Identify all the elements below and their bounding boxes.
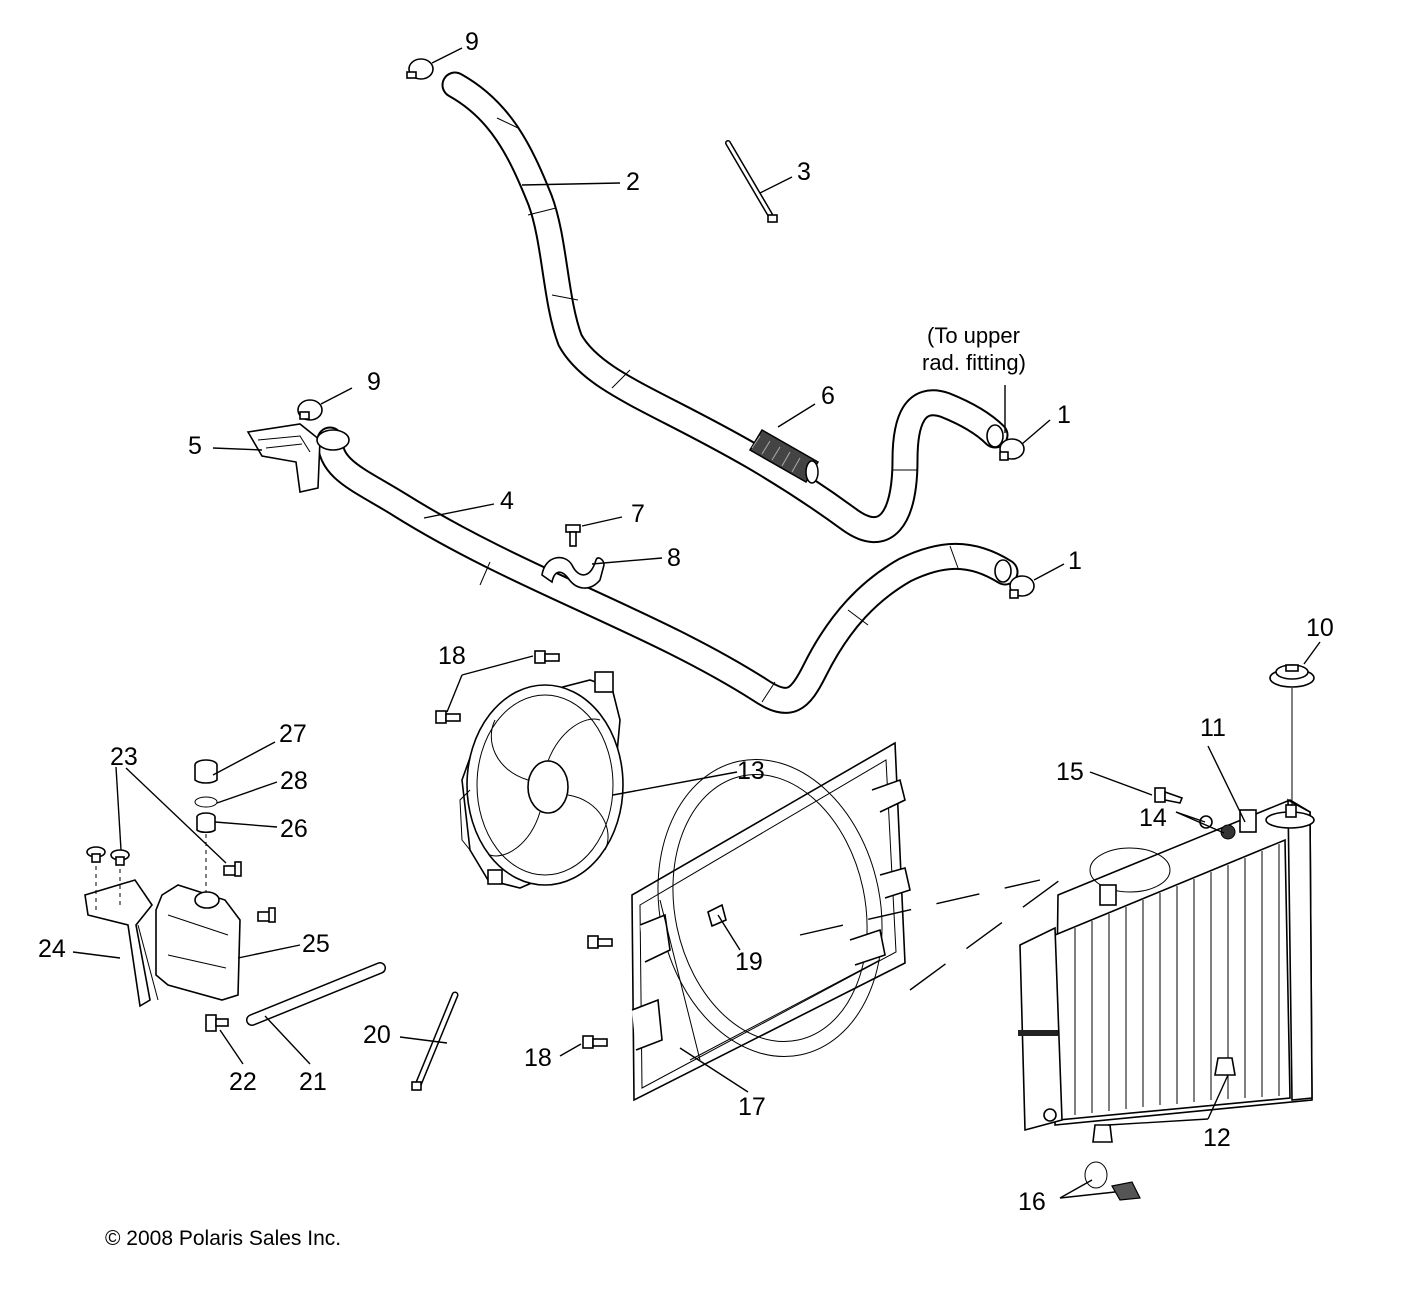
callout-5: 5: [188, 432, 202, 460]
callout-18-lower: 18: [524, 1044, 552, 1072]
grommet-12-right: [1214, 1057, 1236, 1076]
callout-26: 26: [280, 815, 308, 843]
callout-3: 3: [797, 158, 811, 186]
upper-hose: [441, 71, 1009, 544]
callout-1-upper: 1: [1057, 401, 1071, 429]
vent-tube-21: [246, 962, 386, 1026]
cooling-fan: [459, 671, 624, 889]
callout-22: 22: [229, 1068, 257, 1096]
callout-20: 20: [363, 1021, 391, 1049]
bolt-15: [1154, 787, 1184, 804]
radiator-cap: [1269, 664, 1315, 806]
hose-clamp-1-upper: [999, 438, 1025, 461]
callout-10: 10: [1306, 614, 1334, 642]
leader-lines: [72, 47, 1321, 1199]
reservoir-bracket: [84, 879, 159, 1008]
alignment-line: [799, 879, 1041, 936]
bolt-18-top: [534, 650, 560, 664]
cable-tie-upper: [725, 140, 778, 223]
alignment-line-2: [909, 879, 1061, 991]
callout-4: 4: [500, 487, 514, 515]
callout-27: 27: [279, 720, 307, 748]
callout-6: 6: [821, 382, 835, 410]
bolt-shroud-left: [587, 935, 613, 949]
sensor-16: [1111, 1181, 1141, 1201]
coolant-reservoir: [155, 884, 241, 1001]
hose-clip-8: [541, 556, 605, 589]
callout-labels: 9 2 3 9 5 4 6 1 7 8 1 18 10 27 23 28 26 …: [38, 28, 1334, 1216]
callout-12: 12: [1203, 1124, 1231, 1152]
callout-13: 13: [737, 757, 765, 785]
callout-25: 25: [302, 930, 330, 958]
callout-1-lower: 1: [1068, 547, 1082, 575]
callout-28: 28: [280, 767, 308, 795]
callout-23: 23: [110, 743, 138, 771]
hose-sleeve: [748, 428, 820, 484]
callout-8: 8: [667, 544, 681, 572]
filler-neck-26: [196, 812, 216, 834]
callout-19: 19: [735, 948, 763, 976]
bolt-7: [565, 524, 581, 547]
o-ring-16: [1084, 1161, 1108, 1189]
callout-9-top: 9: [465, 28, 479, 56]
callout-9-lower: 9: [367, 368, 381, 396]
callout-24: 24: [38, 935, 66, 963]
callout-17: 17: [738, 1093, 766, 1121]
note-line-1: (To upper: [927, 323, 1020, 348]
hose-clamp-9-lower: [297, 399, 323, 421]
radiator: [1018, 798, 1315, 1132]
reservoir-cap-27: [194, 759, 218, 784]
callout-18-top: 18: [438, 642, 466, 670]
bolt-23a: [86, 846, 106, 863]
grommet-12-left: [1092, 1124, 1113, 1143]
callout-21: 21: [299, 1068, 327, 1096]
callout-16: 16: [1018, 1188, 1046, 1216]
copyright-text: © 2008 Polaris Sales Inc.: [105, 1227, 341, 1250]
bolt-23b: [110, 849, 130, 866]
seal-ring-28: [194, 796, 218, 808]
callout-15: 15: [1056, 758, 1084, 786]
bolt-reservoir-a: [223, 861, 242, 877]
hose-clamp-1-lower: [1009, 575, 1035, 599]
fan-shroud: [631, 741, 911, 1102]
bolt-reservoir-b: [257, 907, 276, 923]
fitting-22: [205, 1014, 229, 1032]
hose-clamp-9-top: [406, 58, 434, 80]
bolt-18-lower: [582, 1035, 608, 1049]
cable-tie-20: [411, 991, 459, 1091]
callout-14: 14: [1139, 804, 1167, 832]
callout-2: 2: [626, 168, 640, 196]
bolt-18-mid: [435, 710, 461, 724]
note-line-2: rad. fitting): [922, 350, 1026, 375]
lower-hose: [316, 426, 1019, 714]
callout-7: 7: [631, 500, 645, 528]
hose-elbow: [246, 423, 350, 493]
callout-11: 11: [1200, 714, 1226, 742]
